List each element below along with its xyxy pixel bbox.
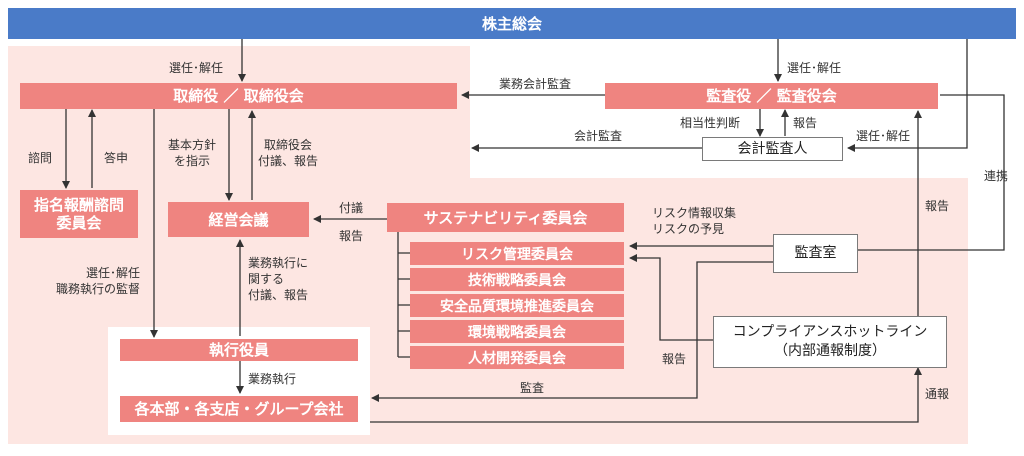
- internal-audit-office-box: 監査室: [773, 234, 858, 273]
- hr-development-committee-box: 人材開発委員会: [410, 346, 624, 369]
- environment-strategy-committee-box: 環境戦略委員会: [410, 320, 624, 343]
- label-business-execution: 業務執行: [248, 372, 297, 386]
- label-suitability: 相当性判断: [680, 116, 741, 130]
- management-meeting-box: 経営会議: [168, 202, 309, 237]
- compliance-hotline-box: コンプライアンスホットライン （内部通報制度）: [713, 316, 947, 368]
- label-report-management: 報告: [339, 229, 364, 243]
- label-business-execution-report: 業務執行に 関する 付議、報告: [248, 256, 309, 303]
- governance-region: [8, 46, 470, 178]
- label-report-hotline: 報告: [662, 352, 687, 366]
- safety-quality-environment-committee-box: 安全品質環境推進委員会: [410, 294, 624, 317]
- board-of-directors-box: 取締役 ／ 取締役会: [20, 83, 457, 109]
- label-risk-info: リスク情報収集 リスクの予見: [652, 206, 737, 237]
- risk-management-committee-box: リスク管理委員会: [410, 242, 624, 265]
- label-basic-policy: 基本方針 を指示: [168, 138, 217, 169]
- label-elect-auditors: 選任･解任: [787, 61, 842, 75]
- label-report-audit-office: 報告: [925, 199, 950, 213]
- label-accounting-audit: 会計監査: [574, 129, 623, 143]
- label-report-auditor: 報告: [793, 116, 818, 130]
- label-audit: 監査: [520, 381, 545, 395]
- label-elect-supervise: 選任･解任 職務執行の監督: [56, 266, 141, 297]
- technology-strategy-committee-box: 技術戦略委員会: [410, 268, 624, 291]
- label-consultation: 諮問: [28, 151, 53, 165]
- label-business-accounting-audit: 業務会計監査: [499, 77, 572, 91]
- sustainability-committee-box: サステナビリティ委員会: [387, 203, 624, 232]
- divisions-branches-group-box: 各本部・各支店・グループ会社: [120, 396, 358, 422]
- label-response: 答申: [104, 151, 129, 165]
- label-elect-board: 選任･解任: [169, 61, 224, 75]
- label-cooperation: 連携: [984, 169, 1009, 183]
- label-submit: 付議: [339, 201, 364, 215]
- label-board-report: 取締役会 付議、報告: [258, 138, 319, 169]
- label-elect-accounting-auditor: 選任･解任: [856, 129, 911, 143]
- shareholders-meeting-box: 株主総会: [8, 8, 1016, 39]
- executive-officers-box: 執行役員: [120, 339, 358, 361]
- accounting-auditor-box: 会計監査人: [702, 137, 843, 161]
- label-whistleblowing: 通報: [925, 387, 950, 401]
- nomination-compensation-committee-box: 指名報酬諮問 委員会: [20, 190, 138, 238]
- audit-board-box: 監査役 ／ 監査役会: [605, 83, 938, 109]
